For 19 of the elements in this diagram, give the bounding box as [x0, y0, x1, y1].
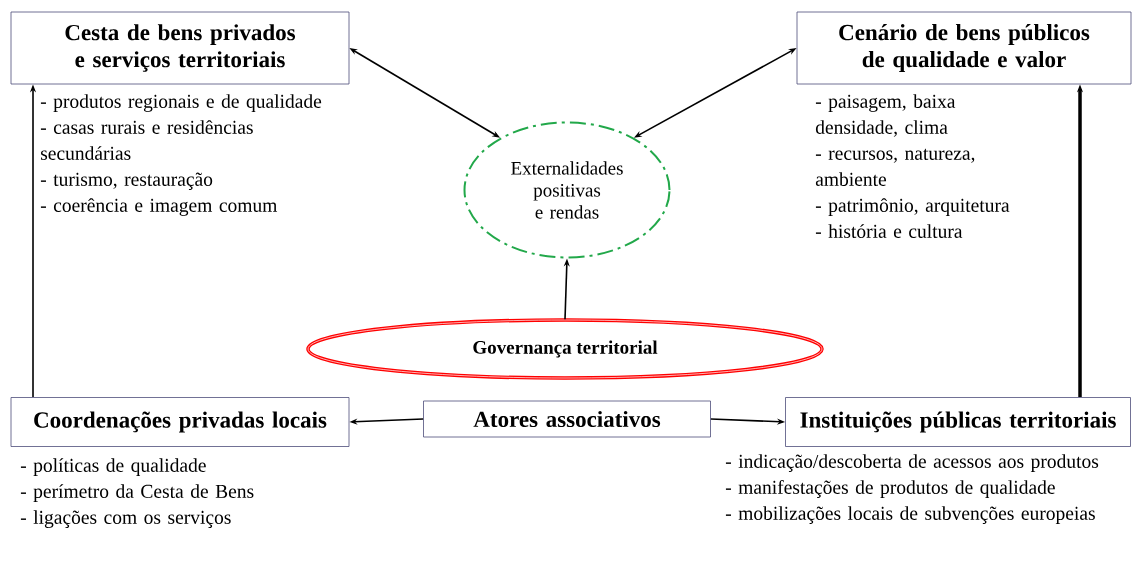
heading-box: Instituições públicas territoriais	[785, 397, 1131, 447]
list-item: - coerência e imagem comum	[40, 198, 278, 216]
list-item: - manifestações de produtos de qualidade	[725, 480, 1055, 498]
list-item: - perímetro da Cesta de Bens	[20, 484, 254, 502]
heading-box: Coordenações privadas locais	[10, 397, 350, 447]
list-item: - paisagem, baixa densidade, clima	[815, 94, 956, 137]
heading-box: Cenário de bens públicos de qualidade e valor	[796, 11, 1132, 85]
list-item: - indicação/descoberta de acessos aos produtos	[725, 454, 1099, 472]
list-item: - produtos regionais e de qualidade	[40, 94, 322, 112]
heading-box: Cesta de bens privados e serviços territoriais	[10, 11, 350, 85]
list-item: - políticas de qualidade	[20, 458, 206, 476]
list-item: - mobilizações locais de subvenções europeias	[725, 506, 1095, 524]
list-item: - patrimônio, arquitetura	[815, 198, 1010, 216]
actor-box: Atores associativos	[423, 400, 711, 438]
list-item: - ligações com os serviços	[20, 510, 231, 528]
list-item: - história e cultura	[815, 224, 963, 238]
list-item: - casas rurais e residências secundárias	[40, 120, 253, 160]
list-item: - turismo, restauração	[40, 172, 213, 190]
list-item: - recursos, natureza, ambiente	[815, 148, 975, 186]
